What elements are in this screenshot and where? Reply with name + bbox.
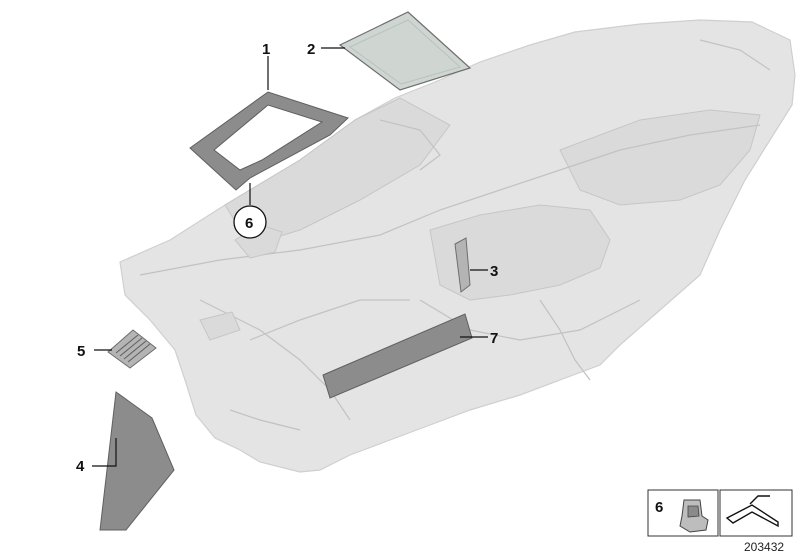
bracket-fastener-icon <box>725 495 779 528</box>
callout-3: 3 <box>490 263 498 280</box>
part-1-display-frame <box>189 91 349 191</box>
inset-part-number: 6 <box>655 499 663 516</box>
diagram-number: 203432 <box>744 540 785 554</box>
part-4-side-trim-panel <box>99 391 175 531</box>
leader-line-4 <box>92 438 117 467</box>
clip-icon <box>679 499 709 533</box>
inset-part-6: 6 <box>647 489 793 537</box>
callout-7: 7 <box>490 330 498 347</box>
callout-4: 4 <box>76 458 85 475</box>
callout-2: 2 <box>307 41 315 58</box>
callout-1: 1 <box>262 41 270 58</box>
part-3-trim-strip <box>454 237 471 293</box>
part-5-air-vent <box>107 329 157 369</box>
callout-6-circle <box>233 205 267 239</box>
part-2-display-panel <box>338 11 472 91</box>
part-7-lower-trim-panel <box>322 313 473 399</box>
callout-6: 6 <box>245 215 253 232</box>
part-2-display-inner-edge <box>349 19 462 85</box>
callout-5: 5 <box>77 343 85 360</box>
